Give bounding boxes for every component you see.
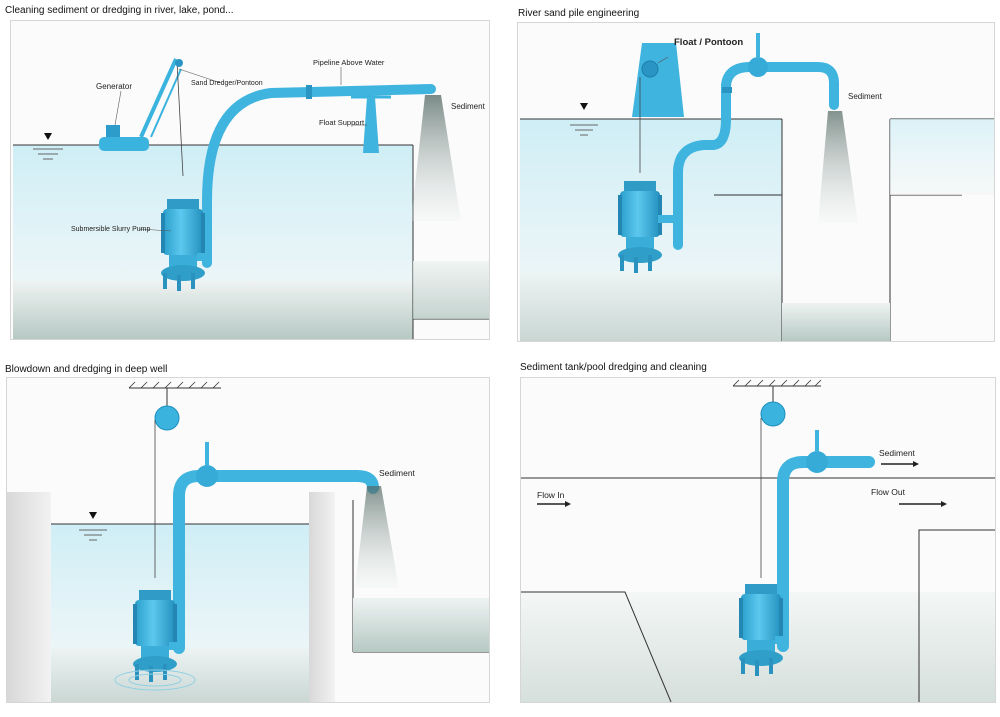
diagram-deep-well: Sediment [6,377,490,703]
pipe-flange [722,87,732,93]
valve [196,465,218,487]
label-flow-out: Flow Out [871,487,906,497]
sediment-pile [413,261,489,319]
sediment-discharge [411,95,461,221]
valve [806,451,828,473]
label-sediment: Sediment [879,448,916,458]
label-sediment: Sediment [451,102,486,111]
label-sediment: Sediment [379,468,416,478]
pipe-flange [306,85,312,99]
diagram-river-sand-pile: Float / Pontoon Sediment [517,22,995,342]
river-bed [13,281,413,339]
well-wall-left [7,492,51,702]
sediment-discharge [355,486,399,588]
generator [106,125,120,137]
panel-title: Cleaning sediment or dredging in river, … [5,5,233,16]
submersible-pump [618,181,662,273]
label-pipeline: Pipeline Above Water [313,58,385,67]
pulley-icon [175,59,183,67]
sediment-arrow-icon [881,461,919,467]
well-bottom [51,648,309,702]
flow-out-arrow-icon [899,501,947,507]
pulley-icon [761,402,785,426]
pulley-icon [642,61,658,77]
river-bed [520,273,782,341]
water-level-icon [580,103,588,110]
flow-in-arrow-icon [537,501,571,507]
sand-pile [782,303,890,341]
label-float: Float / Pontoon [674,37,743,48]
water-right [890,119,994,195]
label-generator: Generator [96,82,132,91]
submersible-pump [133,590,177,682]
valve [748,57,768,77]
submersible-pump [739,584,783,676]
water-level-icon [89,512,97,519]
panel-title: Sediment tank/pool dredging and cleaning [520,362,707,373]
label-sediment: Sediment [848,92,883,101]
diagram-sediment-tank: Sediment Flow In Flow Out [520,377,996,703]
submersible-pump [161,199,205,291]
sediment-discharge [818,111,858,223]
water-level-icon [44,133,52,140]
label-dredger: Sand Dredger/Pontoon [191,80,263,87]
crane-boom [141,59,176,137]
pontoon [99,137,149,151]
label-float-support: Float Support [319,118,365,127]
diagram-river-dredging: Generator Sand Dredger/Pontoon Pipeline … [10,20,490,340]
well-wall-right [309,492,335,702]
label-pump: Submersible Slurry Pump [71,226,150,233]
label-flow-in: Flow In [537,490,565,500]
panel-title: Blowdown and dredging in deep well [5,364,167,375]
pulley-icon [155,406,179,430]
leader-line [115,91,121,125]
ceiling-hatch [129,382,219,388]
panel-title: River sand pile engineering [518,8,639,19]
ceiling-hatch [733,380,821,386]
sediment-pile [353,598,489,652]
